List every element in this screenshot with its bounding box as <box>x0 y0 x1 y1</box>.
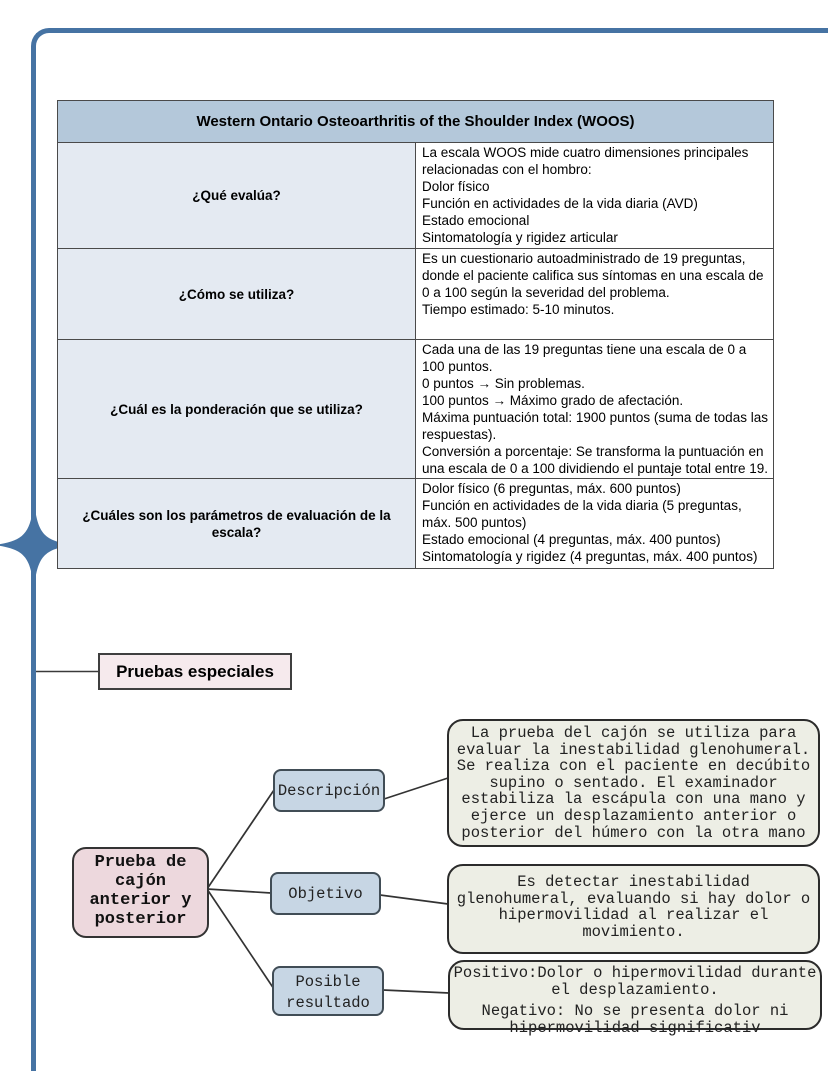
row-label-como-se-utiliza: ¿Cómo se utiliza? <box>57 248 416 340</box>
row-label-que-evalua: ¿Qué evalúa? <box>57 142 416 249</box>
table-title: Western Ontario Osteoarthritis of the Sh… <box>57 100 774 143</box>
table-row: ¿Cómo se utiliza? Es un cuestionario aut… <box>57 248 774 340</box>
row-content-parametros: Dolor físico (6 preguntas, máx. 600 punt… <box>415 478 774 569</box>
drawer-test-root-node: Prueba de cajón anterior y posterior <box>72 847 209 938</box>
table-row: ¿Cuál es la ponderación que se utiliza? … <box>57 339 774 479</box>
table-row: ¿Cuáles son los parámetros de evaluación… <box>57 478 774 569</box>
table-row: ¿Qué evalúa? La escala WOOS mide cuatro … <box>57 142 774 249</box>
branch-label-posible-resultado: Posible resultado <box>272 966 384 1016</box>
row-label-ponderacion: ¿Cuál es la ponderación que se utiliza? <box>57 339 416 479</box>
row-content-que-evalua: La escala WOOS mide cuatro dimensiones p… <box>415 142 774 249</box>
row-content-como-se-utiliza: Es un cuestionario autoadministrado de 1… <box>415 248 774 340</box>
special-tests-label: Pruebas especiales <box>98 653 292 690</box>
note-result-positive: Positivo:Dolor o hipermovilidad durante … <box>453 964 817 999</box>
branch-label-descripcion: Descripción <box>273 769 385 812</box>
woos-table: Western Ontario Osteoarthritis of the Sh… <box>57 100 774 569</box>
row-label-parametros: ¿Cuáles son los parámetros de evaluación… <box>57 478 416 569</box>
note-posible-resultado: Positivo:Dolor o hipermovilidad durante … <box>448 960 822 1036</box>
note-result-negative: Negativo: No se presenta dolor ni hiperm… <box>481 1002 789 1037</box>
branch-label-objetivo: Objetivo <box>270 872 381 915</box>
note-descripcion: La prueba del cajón se utiliza para eval… <box>447 719 820 847</box>
table-title-row: Western Ontario Osteoarthritis of the Sh… <box>57 100 774 143</box>
note-objetivo: Es detectar inestabilidad glenohumeral, … <box>447 864 820 954</box>
row-content-ponderacion: Cada una de las 19 preguntas tiene una e… <box>415 339 774 479</box>
